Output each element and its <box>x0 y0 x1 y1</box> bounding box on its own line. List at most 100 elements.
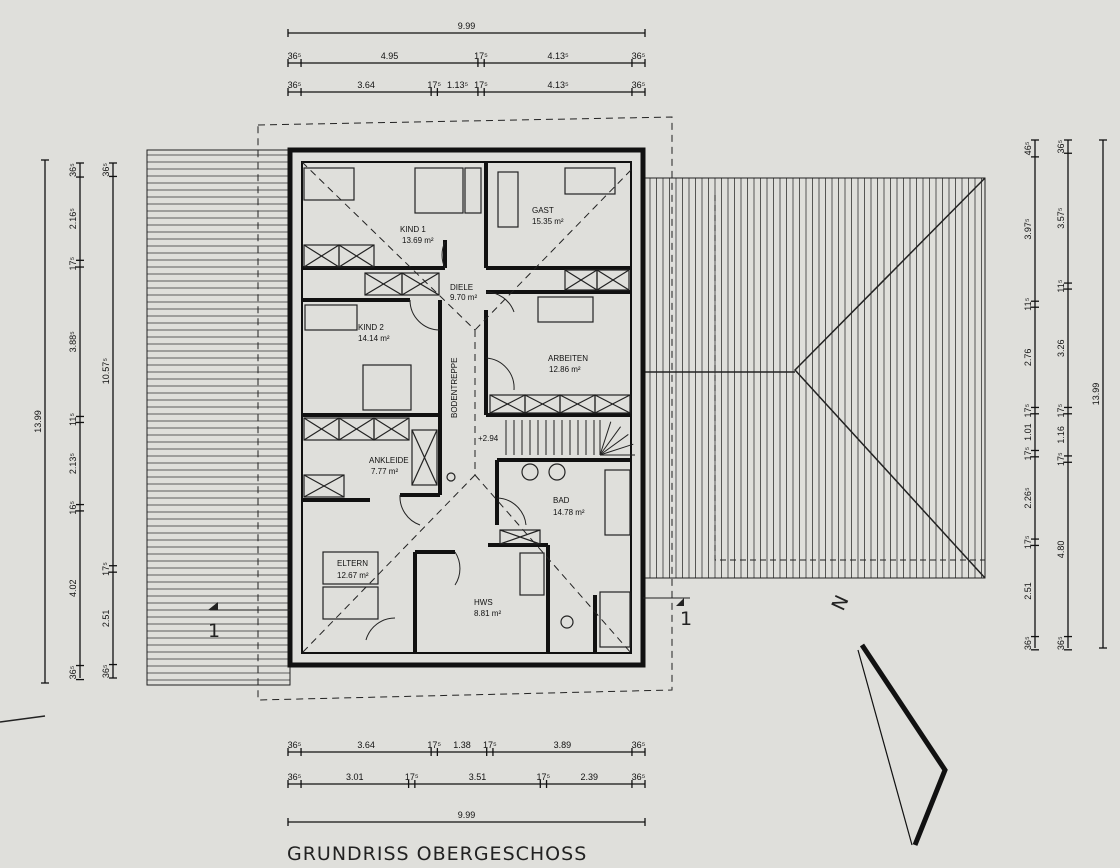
dimension-label: 2.13⁵ <box>68 453 78 475</box>
dimension-label: 17⁵ <box>537 772 551 782</box>
dimension-label: 3.57⁵ <box>1056 207 1066 229</box>
dimension-label: 17⁵ <box>1023 403 1033 417</box>
room-name-ankleide: ANKLEIDE <box>369 456 409 465</box>
svg-text:1: 1 <box>680 608 693 630</box>
stair-label: BODENTREPPE <box>450 358 459 418</box>
room-area-ankleide: 7.77 m² <box>371 467 398 476</box>
dimension-lines: 9.99 36⁵ 4.95 17⁵ 4.13⁵ 36⁵ 36⁵ 3.64 17⁵ 1.13⁵ 17⁵… <box>33 21 1107 826</box>
dimension-label: 9.99 <box>458 810 476 820</box>
drawing-title: GRUNDRISS OBERGESCHOSS <box>287 843 587 865</box>
exterior-wall <box>287 147 646 668</box>
roof-right-outline <box>644 177 986 579</box>
room-name-kind1: KIND 1 <box>400 225 426 234</box>
dimension-label: 13.99 <box>1091 383 1101 406</box>
dimension-label: 17⁵ <box>405 772 419 782</box>
dimension-label: 17⁵ <box>427 80 441 90</box>
room-area-bad: 14.78 m² <box>553 508 585 517</box>
dimension-label: 3.88⁵ <box>68 331 78 353</box>
dimension-label: 46⁵ <box>1023 141 1033 155</box>
roof-hip-lines <box>793 177 986 579</box>
dimension-label: 36⁵ <box>1023 636 1033 650</box>
dimension-label: 36⁵ <box>101 664 111 678</box>
dimension-label: 36⁵ <box>1056 636 1066 650</box>
room-name-kind2: KIND 2 <box>358 323 384 332</box>
room-area-arbeiten: 12.86 m² <box>549 365 581 374</box>
room-area-gast: 15.35 m² <box>532 217 564 226</box>
door-swings <box>365 241 527 641</box>
dimension-label: 4.02 <box>68 579 78 597</box>
dimension-label: 3.51 <box>469 772 487 782</box>
dimension-label: 10.57⁵ <box>101 358 111 385</box>
dimension-label: 4.80 <box>1056 541 1066 559</box>
dimension-label: 4.13⁵ <box>547 51 569 61</box>
dimension-label: 2.39 <box>580 772 598 782</box>
dimension-label: 36⁵ <box>288 51 302 61</box>
furniture <box>303 167 631 648</box>
section-marker-left: 1 <box>208 602 290 642</box>
dimension-label: 11⁵ <box>1023 297 1033 310</box>
dimension-label: 13.99 <box>33 410 43 433</box>
dimension-label: 36⁵ <box>632 51 646 61</box>
dimension-label: 3.01 <box>346 772 364 782</box>
dimension-label: 17⁵ <box>68 257 78 271</box>
dimension-label: 17⁵ <box>1023 447 1033 461</box>
north-arrow: N <box>828 591 948 846</box>
room-area-eltern: 12.67 m² <box>337 571 369 580</box>
roof-hatch-left <box>147 154 290 681</box>
north-label: N <box>828 591 854 614</box>
dimension-label: 4.95 <box>381 51 399 61</box>
section-marker-right: 1 <box>643 597 693 630</box>
dimension-label: 36⁵ <box>68 665 78 679</box>
dimension-label: 36⁵ <box>288 80 302 90</box>
dimension-label: 16⁵ <box>68 501 78 515</box>
dimension-label: 11⁵ <box>1056 279 1066 292</box>
dimension-label: 36⁵ <box>288 772 302 782</box>
dimension-label: 17⁵ <box>1056 452 1066 466</box>
dimension-label: 1.38 <box>453 740 471 750</box>
dimension-label: 36⁵ <box>632 80 646 90</box>
room-name-bad: BAD <box>553 496 570 505</box>
dimension-label: 2.16⁵ <box>68 208 78 230</box>
svg-text:1: 1 <box>208 620 221 642</box>
roof-hatch-right <box>649 178 982 578</box>
dimension-label: 17⁵ <box>427 740 441 750</box>
room-name-gast: GAST <box>532 206 554 215</box>
level-mark: +2.94 <box>478 434 499 443</box>
dimension-label: 1.16 <box>1056 426 1066 444</box>
roof-outline-dashed <box>257 116 673 701</box>
north-arrow-icon <box>859 643 948 846</box>
dimension-label: 3.64 <box>357 80 375 90</box>
dimension-label: 36⁵ <box>1056 139 1066 153</box>
room-name-diele: DIELE <box>450 283 473 292</box>
wardrobes <box>303 244 631 545</box>
room-area-diele: 9.70 m² <box>450 293 477 302</box>
dimension-label: 36⁵ <box>632 740 646 750</box>
dimension-label: 11⁵ <box>68 413 78 426</box>
dimension-label: 9.99 <box>458 21 476 31</box>
dimension-label: 2.51 <box>1023 582 1033 600</box>
dimension-label: 1.13⁵ <box>447 80 469 90</box>
dimension-label: 36⁵ <box>288 740 302 750</box>
roof-dashed-edge <box>714 195 985 561</box>
exterior-wall-inner <box>301 161 632 654</box>
roof-left-outline <box>146 149 291 686</box>
dimension-label: 36⁵ <box>632 772 646 782</box>
dimension-label: 2.76 <box>1023 349 1033 367</box>
room-area-kind2: 14.14 m² <box>358 334 390 343</box>
room-name-hws: HWS <box>474 598 493 607</box>
dimension-label: 2.26⁵ <box>1023 487 1033 509</box>
interior-walls <box>302 162 631 653</box>
dimension-label: 3.26 <box>1056 339 1066 357</box>
dimension-label: 17⁵ <box>483 740 497 750</box>
dimension-label: 3.64 <box>357 740 375 750</box>
room-labels: KIND 1 13.69 m² GAST 15.35 m² DIELE 9.70… <box>337 206 588 618</box>
dimension-label: 2.51 <box>101 610 111 628</box>
room-name-arbeiten: ARBEITEN <box>548 354 588 363</box>
dimension-label: 17⁵ <box>474 80 488 90</box>
dimension-label: 4.13⁵ <box>547 80 569 90</box>
dimension-label: 17⁵ <box>1056 403 1066 417</box>
room-area-hws: 8.81 m² <box>474 609 501 618</box>
dimension-label: 1.01 <box>1023 423 1033 441</box>
dimension-label: 36⁵ <box>101 163 111 177</box>
